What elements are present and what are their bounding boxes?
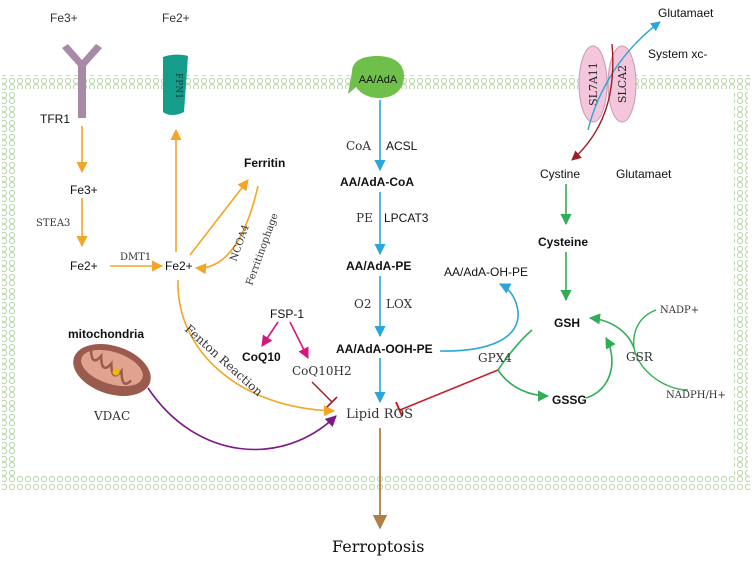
membrane-bottom: [2, 476, 750, 490]
aa-pe-label: AA/AdA-PE: [346, 259, 411, 273]
lipid-arrows: [374, 100, 519, 404]
iron-arrows: [76, 126, 336, 417]
arrow-cystine-in: [571, 43, 614, 161]
arrow-fenton: [177, 279, 336, 417]
lox-label: LOX: [386, 297, 413, 311]
tfr1-receptor-icon: [62, 44, 102, 118]
slca2-subunit: [607, 45, 637, 123]
acsl-label: ACSL: [386, 139, 418, 153]
vdac-label: VDAC: [93, 409, 130, 423]
inhibit-gpx4-bar: [395, 401, 403, 417]
ferritin-label: Ferritin: [244, 156, 285, 170]
fpn1-channel-icon: FPN1: [163, 54, 188, 115]
coa-label: CoA: [346, 139, 371, 153]
inhibit-coq10h2: [311, 381, 333, 403]
cystine-label: Cystine: [540, 167, 580, 181]
cell-membrane: [2, 75, 750, 490]
fsp1-label: FSP-1: [270, 307, 304, 321]
gsr-label: GSR: [626, 350, 654, 364]
aa-oh-pe-label: AA/AdA-OH-PE: [444, 265, 528, 279]
fe2-pool-label: Fe2+: [165, 259, 193, 273]
arrow-ooh-oh: [439, 283, 519, 352]
system-xc-label: System xc-: [648, 47, 707, 61]
system-xc-arrows: [497, 21, 689, 399]
fpn1-label: FPN1: [173, 73, 183, 99]
fe3-in-label: Fe3+: [70, 183, 98, 197]
lipid-ros-label: Lipid ROS: [346, 407, 413, 422]
slca2-label: SLCA2: [616, 65, 629, 103]
coq10h2-label: CoQ10H2: [292, 364, 352, 378]
dmt1-label: DMT1: [120, 252, 151, 263]
fsp1-arrows: [261, 321, 338, 408]
arrow-nadph-nadp: [633, 309, 689, 391]
glutamate-in-label: Glutamaet: [616, 167, 672, 181]
lpcat3-label: LPCAT3: [384, 211, 429, 225]
gpx4-inhibition: [395, 369, 499, 417]
tfr1-label: TFR1: [40, 112, 70, 126]
membrane-left: [2, 89, 16, 476]
arrow-gsr: [588, 313, 635, 349]
fe2-top-label: Fe2+: [162, 11, 190, 25]
slc7a11-label: SL7A11: [587, 62, 600, 106]
o2-label: O2: [354, 297, 371, 311]
arrow-fe2-ferritin: [189, 179, 249, 256]
arrow-gsh-gssg: [497, 329, 548, 396]
mitochondria-label: mitochondria: [68, 327, 144, 341]
ncoa4-label: NCOA4: [228, 223, 251, 263]
ferritinophage-label: Ferritinophage: [244, 212, 280, 287]
aa-coa-label: AA/AdA-CoA: [340, 175, 414, 189]
arrow-vdac-ros: [147, 387, 337, 451]
nadp-label: NADP+: [660, 305, 699, 316]
membrane-right: [734, 89, 748, 476]
coq10-label: CoQ10: [242, 350, 281, 364]
system-xc-transporter: SL7A11 SLCA2: [578, 45, 637, 123]
gpx4-label: GPX4: [478, 351, 512, 365]
ferroptosis-label: Ferroptosis: [332, 537, 424, 556]
inhibit-coq10h2-bar: [326, 396, 338, 408]
stea3-label: STEA3: [36, 218, 70, 229]
arrow-glutamate-out: [587, 21, 661, 131]
fe3-top-label: Fe3+: [50, 11, 78, 25]
arrow-fsp1-coq10: [261, 321, 279, 347]
slc7a11-subunit: [578, 45, 608, 123]
cysteine-label: Cysteine: [538, 235, 588, 249]
nadph-label: NADPH/H+: [666, 390, 726, 401]
arrow-fsp1-coq10h2: [289, 321, 309, 360]
gsh-label: GSH: [554, 316, 580, 330]
mitochondria-icon: [73, 344, 151, 396]
fe2-in-label: Fe2+: [70, 259, 98, 273]
pe-label: PE: [356, 211, 373, 225]
aa-ada-label: AA/AdA: [359, 74, 398, 86]
glutamate-out-label: Glutamaet: [658, 6, 714, 20]
arrow-gssg-gsh: [585, 337, 616, 399]
arrow-ferritinophagy: [194, 185, 259, 275]
aa-ooh-pe-label: AA/AdA-OOH-PE: [336, 342, 433, 356]
aa-ada-blob: [348, 56, 404, 98]
gssg-label: GSSG: [552, 393, 587, 407]
inhibit-gpx4-line: [399, 369, 499, 411]
